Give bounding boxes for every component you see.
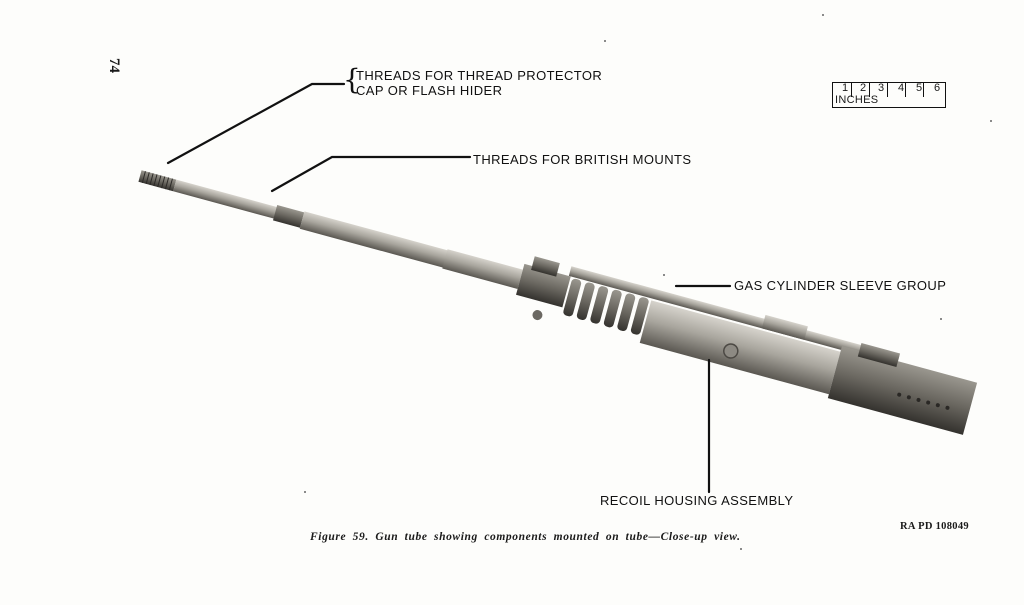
figure-code: RA PD 108049 [900,521,969,532]
scale-number-1: 1 [842,82,849,94]
scan-speck [940,318,942,320]
scale-number-6: 6 [934,82,941,94]
leader-line-thread-protector [166,82,346,165]
label-threads-protector: THREADS FOR THREAD PROTECTOR CAP OR FLAS… [356,68,602,98]
scale-number-5: 5 [916,82,923,94]
scan-speck [604,40,606,42]
inches-scale: 1 2 3 4 5 6 INCHES [832,82,946,108]
scale-number-3: 3 [878,82,885,94]
label-brace: { [343,63,361,96]
scan-speck [822,14,824,16]
label-threads-protector-line2: CAP OR FLASH HIDER [356,83,503,98]
scan-speck [304,491,306,493]
scale-number-4: 4 [898,82,905,94]
label-threads-protector-line1: THREADS FOR THREAD PROTECTOR [356,68,603,83]
label-gas-cylinder: GAS CYLINDER SLEEVE GROUP [734,278,947,293]
scan-speck [663,274,665,276]
muzzle-threads [138,170,177,192]
leader-line-british-mounts [270,155,472,193]
scale-units: INCHES [835,94,879,106]
scale-number-2: 2 [860,82,867,94]
scan-speck [740,548,742,550]
label-threads-british: THREADS FOR BRITISH MOUNTS [473,152,692,167]
scan-speck [990,120,992,122]
label-recoil-housing: RECOIL HOUSING ASSEMBLY [600,493,794,508]
figure-caption: Figure 59. Gun tube showing components m… [310,531,741,543]
